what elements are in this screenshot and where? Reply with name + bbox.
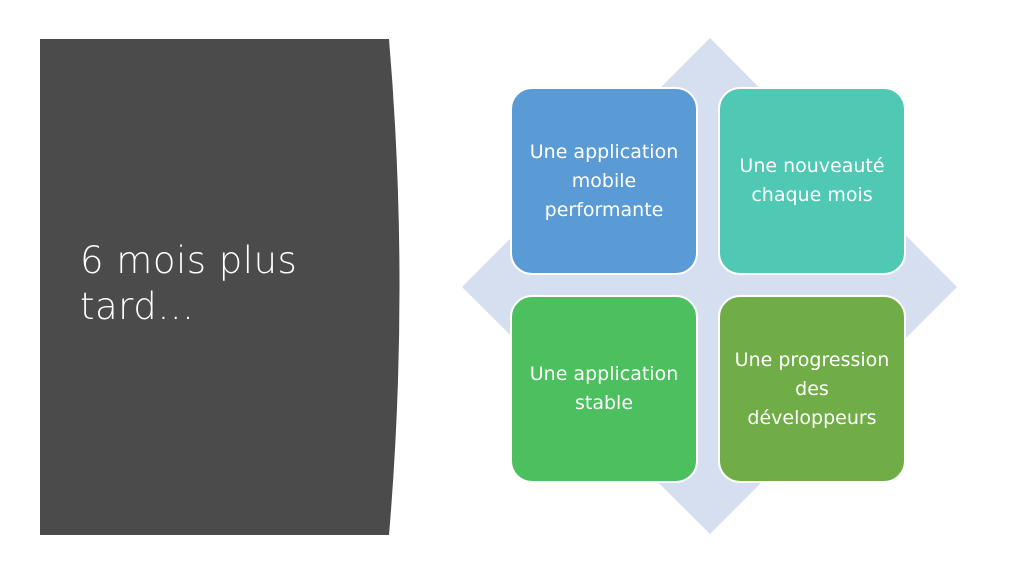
box-stable-app-label: Une application stable	[529, 363, 679, 414]
slide-title: 6 mois plus tard…	[80, 239, 298, 328]
box-developer-growth-label: Une progression des développeurs	[734, 348, 890, 429]
box-mobile-performance-label: Une application mobile performante	[529, 140, 679, 221]
box-monthly-feature-label: Une nouveauté chaque mois	[739, 155, 885, 206]
box-stable-app: Une application stable	[510, 295, 698, 483]
box-mobile-performance: Une application mobile performante	[510, 87, 698, 275]
box-monthly-feature: Une nouveauté chaque mois	[718, 87, 906, 275]
box-developer-growth: Une progression des développeurs	[718, 295, 906, 483]
